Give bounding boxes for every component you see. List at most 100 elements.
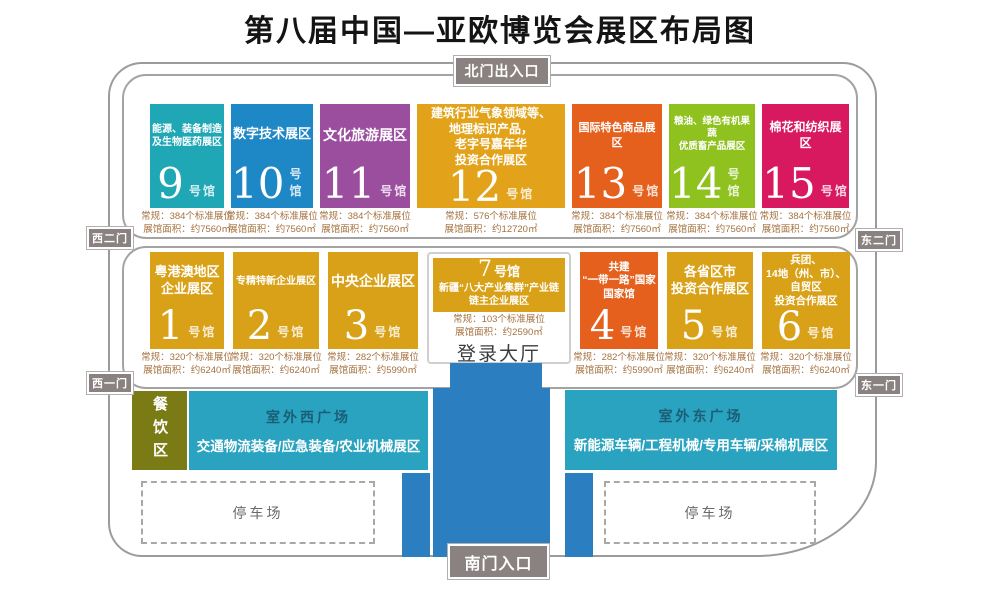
hall-12-name: 建筑行业气象领域等、 地理标识产品， 老字号嘉年华 投资合作展区 [430,106,551,167]
hall-2-stats: 常规：320个标准展位 展馆面积：约6240㎡ [230,352,322,377]
hall-4: 共建 “一带一路”国家 国家馆 4 号馆 常规：282个标准展位 展馆面积：约5… [573,252,665,387]
hall-1: 粤港澳地区 企业展区 1 号馆 常规：320个标准展位 展馆面积：约6240㎡ [141,252,233,387]
hall-9-booths: 常规：384个标准展位 [141,211,233,222]
hall-11: 文化旅游展区 11 号馆 常规：384个标准展位 展馆面积：约7560㎡ [319,104,411,237]
hall-3-booths: 常规：282个标准展位 [327,352,419,363]
hall-14-area: 展馆面积：约7560㎡ [668,223,756,235]
hall-13-booths: 常规：384个标准展位 [571,211,663,222]
hall-9: 能源、装备制造 及生物医药展区 9 号馆 常规：384个标准展位 展馆面积：约7… [141,104,233,237]
hall-12-booths: 常规：576个标准展位 [445,211,537,222]
east-outdoor-plaza: 室外东广场 新能源车辆/工程机械/专用车辆/采棉机展区 [565,390,837,470]
east-plaza-label: 新能源车辆/工程机械/专用车辆/采棉机展区 [573,438,829,453]
hall-15-area: 展馆面积：约7560㎡ [761,223,850,235]
hall-10-box: 数字技术展区 10 号馆 [231,104,313,208]
hall-6-area: 展馆面积：约6240㎡ [762,364,850,376]
hall-4-box: 共建 “一带一路”国家 国家馆 4 号馆 [580,252,658,349]
hall-4-booths: 常规：282个标准展位 [573,352,665,363]
hall-1-name: 粤港澳地区 企业展区 [154,264,220,296]
hall-2-box: 专精特新企业展区 2 号馆 [233,252,319,349]
hall-6-stats: 常规：320个标准展位 展馆面积：约6240㎡ [760,352,852,377]
hall-7-stats: 常规：103个标准展位 展馆面积：约2590㎡ [453,314,545,339]
hall-13-box: 国际特色商品展区 13 号馆 [572,104,662,208]
hall-13-stats: 常规：384个标准展位 展馆面积：约7560㎡ [571,211,663,236]
hall-7-name: 新疆“八大产业集群”产业链 链主企业展区 [439,283,559,307]
hall-12-number: 12 号馆 [447,162,535,212]
hall-11-box: 文化旅游展区 11 号馆 [320,104,410,208]
hall-9-name: 能源、装备制造 及生物医药展区 [152,123,222,148]
west-plaza-title: 室外西广场 [266,408,351,425]
hall-3-area: 展馆面积：约5990㎡ [329,364,417,376]
west-outdoor-plaza: 室外西广场 交通物流装备/应急装备/农业机械展区 [189,391,428,470]
hall-9-stats: 常规：384个标准展位 展馆面积：约7560㎡ [141,211,233,236]
hall-10-number: 10 号馆 [231,159,304,208]
south-gate-label: 南门入口 [448,544,549,579]
hall-10-area: 展馆面积：约7560㎡ [228,223,316,235]
page-title: 第八届中国—亚欧博览会展区布局图 [244,15,756,48]
hall-6-box: 兵团、 14地（州、市）、 自贸区 投资合作展区 6 号馆 [762,252,850,349]
hall-3-number: 3 号馆 [343,303,403,349]
east-plaza-title: 室外东广场 [658,408,744,424]
north-gate-label: 北门出入口 [454,56,550,86]
hall-15-box: 棉花和纺织展区 15 号馆 [762,104,849,208]
hall-15-number: 15 号馆 [762,159,849,208]
hall-13-name: 国际特色商品展区 [578,122,656,149]
hall-5-stats: 常规：320个标准展位 展馆面积：约6240㎡ [664,352,756,377]
east-road-strip [565,473,593,557]
west-plaza-label: 交通物流装备/应急装备/农业机械展区 [196,438,421,454]
hall-12-box: 建筑行业气象领域等、 地理标识产品， 老字号嘉年华 投资合作展区 12 号馆 [417,104,565,208]
hall-11-name: 文化旅游展区 [323,127,407,144]
west-gate-1-label: 西一门 [87,372,133,394]
hall-9-box: 能源、装备制造 及生物医药展区 9 号馆 [150,104,224,208]
parking-lot-west: 停车场 [141,481,375,544]
hall-4-area: 展馆面积：约5990㎡ [575,364,663,376]
hall-4-stats: 常规：282个标准展位 展馆面积：约5990㎡ [573,352,665,377]
hall-15-stats: 常规：384个标准展位 展馆面积：约7560㎡ [760,211,852,236]
hall-2: 专精特新企业展区 2 号馆 常规：320个标准展位 展馆面积：约6240㎡ [230,252,322,387]
hall-15-booths: 常规：384个标准展位 [759,211,852,222]
hall-1-stats: 常规：320个标准展位 展馆面积：约6240㎡ [141,352,233,377]
hall-13: 国际特色商品展区 13 号馆 常规：384个标准展位 展馆面积：约7560㎡ [571,104,663,237]
hall-10-name: 数字技术展区 [233,126,312,142]
hall-3-stats: 常规：282个标准展位 展馆面积：约5990㎡ [327,352,419,377]
hall-2-number: 2 号馆 [246,303,306,349]
hall-6: 兵团、 14地（州、市）、 自贸区 投资合作展区 6 号馆 常规：320个标准展… [760,252,852,387]
hall-12-area: 展馆面积：约12720㎡ [444,223,538,235]
hall-11-stats: 常规：384个标准展位 展馆面积：约7560㎡ [319,211,411,236]
hall-15-name: 棉花和纺织展区 [769,119,842,150]
hall-6-booths: 常规：320个标准展位 [760,352,852,363]
registration-hall-label: 登录大厅 [456,344,541,366]
hall-2-area: 展馆面积：约6240㎡ [232,364,320,376]
hall-15: 棉花和纺织展区 15 号馆 常规：384个标准展位 展馆面积：约7560㎡ [760,104,852,237]
hall-2-name: 专精特新企业展区 [236,275,316,287]
hall-2-booths: 常规：320个标准展位 [230,352,322,363]
hall-14-number: 14 号馆 [669,159,742,208]
hall-14-booths: 常规：384个标准展位 [666,211,758,222]
hall-4-name: 共建 “一带一路”国家 国家馆 [582,260,656,300]
hall-10: 数字技术展区 10 号馆 常规：384个标准展位 展馆面积：约7560㎡ [226,104,318,237]
hall-5: 各省区市 投资合作展区 5 号馆 常规：320个标准展位 展馆面积：约6240㎡ [664,252,756,387]
hall-11-number: 11 号馆 [321,159,409,208]
hall-14-box: 粮油、绿色有机果蔬 优质畜产品展区 14 号馆 [669,104,755,208]
hall-1-number: 1 号馆 [157,303,217,349]
hall-14-stats: 常规：384个标准展位 展馆面积：约7560㎡ [666,211,758,236]
west-gate-2-label: 西二门 [87,227,133,249]
hall-11-area: 展馆面积：约7560㎡ [321,223,409,235]
hall-3-name: 中央企业展区 [331,272,415,289]
south-entrance-corridor [433,388,550,557]
hall-13-number: 13 号馆 [573,159,661,208]
hall-5-box: 各省区市 投资合作展区 5 号馆 [667,252,753,349]
hall-9-number: 9 号馆 [157,159,217,208]
hall-5-number: 5 号馆 [680,303,740,349]
hall-10-booths: 常规：384个标准展位 [226,211,318,222]
registration-corridor [450,363,542,390]
hall-11-booths: 常规：384个标准展位 [319,211,411,222]
hall-3-box: 中央企业展区 3 号馆 [328,252,418,349]
hall-5-booths: 常规：320个标准展位 [664,352,756,363]
hall-6-number: 6 号馆 [776,303,836,350]
hall-14: 粮油、绿色有机果蔬 优质畜产品展区 14 号馆 常规：384个标准展位 展馆面积… [666,104,758,237]
dining-area: 餐饮区 [132,391,187,470]
